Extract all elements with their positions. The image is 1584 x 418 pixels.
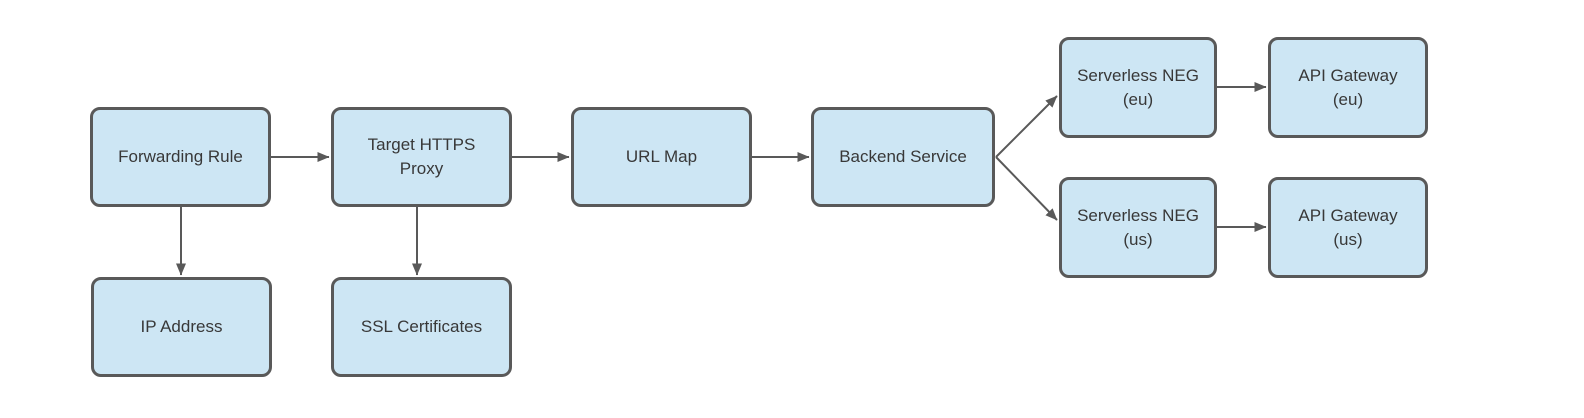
node-target-https-proxy: Target HTTPS Proxy [331, 107, 512, 207]
node-backend-service: Backend Service [811, 107, 995, 207]
node-api-gateway-us: API Gateway (us) [1268, 177, 1428, 278]
edge-backend-service-to-serverless-neg-eu [995, 95, 1058, 158]
node-label-serverless-neg-us: Serverless NEG (us) [1077, 205, 1199, 249]
node-label-api-gateway-eu: API Gateway (eu) [1298, 65, 1398, 109]
node-serverless-neg-us: Serverless NEG (us) [1059, 177, 1217, 278]
node-label-serverless-neg-eu: Serverless NEG (eu) [1077, 65, 1199, 109]
node-label-backend-service: Backend Service [839, 147, 967, 166]
node-label-ip-address: IP Address [140, 317, 223, 336]
node-label-target-https-proxy: Target HTTPS Proxy [367, 135, 476, 178]
node-url-map: URL Map [571, 107, 752, 207]
node-serverless-neg-eu: Serverless NEG (eu) [1059, 37, 1217, 138]
node-label-url-map: URL Map [625, 147, 698, 166]
node-label-forwarding-rule: Forwarding Rule [118, 147, 243, 166]
node-label-api-gateway-us: API Gateway (us) [1298, 205, 1398, 249]
node-label-ssl-certificates: SSL Certificates [360, 317, 483, 336]
node-forwarding-rule: Forwarding Rule [90, 107, 271, 207]
node-api-gateway-eu: API Gateway (eu) [1268, 37, 1428, 138]
node-ssl-certificates: SSL Certificates [331, 277, 512, 377]
node-ip-address: IP Address [91, 277, 272, 377]
edge-backend-service-to-serverless-neg-us [995, 156, 1058, 221]
